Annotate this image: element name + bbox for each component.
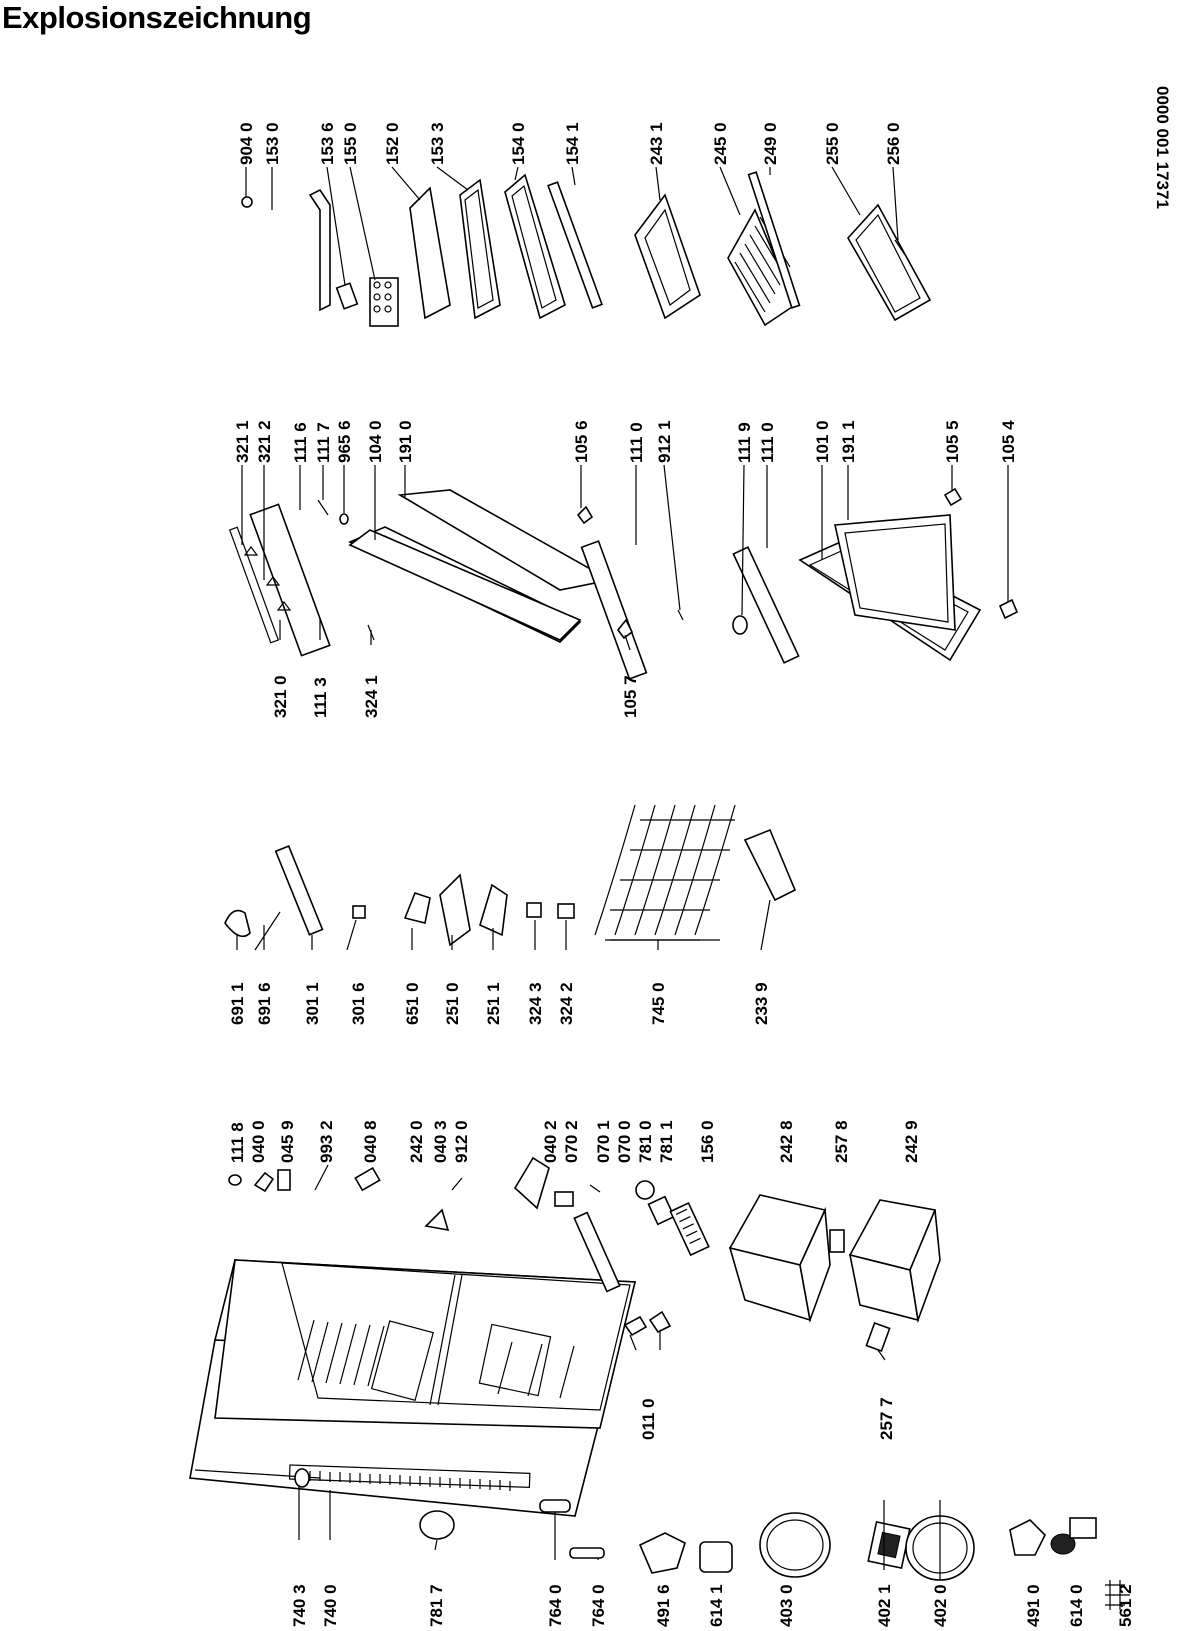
part-label: 242 9 bbox=[902, 1120, 921, 1163]
part-label: 105 5 bbox=[943, 420, 962, 463]
part-label: 242 8 bbox=[777, 1120, 796, 1163]
part-label: 257 7 bbox=[877, 1397, 896, 1440]
part-label: 301 6 bbox=[349, 982, 368, 1025]
part-label: 104 0 bbox=[366, 420, 385, 463]
part-label: 781 7 bbox=[427, 1584, 446, 1627]
part-label: 691 1 bbox=[228, 982, 247, 1025]
part-label: 154 1 bbox=[563, 122, 582, 165]
part-label: 740 3 bbox=[290, 1584, 309, 1627]
part-label: 993 2 bbox=[317, 1120, 336, 1163]
part-label: 070 1 bbox=[594, 1120, 613, 1163]
part-label: 191 0 bbox=[396, 420, 415, 463]
part-label: 321 1 bbox=[233, 420, 252, 463]
part-label: 912 0 bbox=[452, 1120, 471, 1163]
part-label: 156 0 bbox=[698, 1120, 717, 1163]
part-label: 233 9 bbox=[752, 982, 771, 1025]
part-label: 781 0 bbox=[636, 1120, 655, 1163]
cabinet-small-parts bbox=[228, 1156, 710, 1337]
part-label: 764 0 bbox=[589, 1584, 608, 1627]
part-label: 251 1 bbox=[484, 982, 503, 1025]
crisper-drawer-upper bbox=[728, 1194, 831, 1324]
part-label: 255 0 bbox=[823, 122, 842, 165]
part-label: 111 9 bbox=[735, 422, 754, 463]
leader-lines bbox=[236, 166, 1009, 1580]
door-shelves bbox=[241, 173, 603, 327]
part-label: 403 0 bbox=[777, 1584, 796, 1627]
evaporator-parts bbox=[224, 804, 797, 951]
part-label: 101 0 bbox=[813, 420, 832, 463]
part-label: 651 0 bbox=[403, 982, 422, 1025]
part-number-labels: 740 3 740 0 781 7 764 0 764 0 491 6 614 … bbox=[228, 122, 1135, 1627]
part-label: 764 0 bbox=[546, 1584, 565, 1627]
part-label: 111 0 bbox=[627, 422, 646, 463]
part-label: 614 0 bbox=[1067, 1584, 1086, 1627]
part-label: 243 1 bbox=[647, 122, 666, 165]
refrigerator-door bbox=[348, 487, 1019, 680]
part-label: 301 1 bbox=[303, 982, 322, 1025]
part-label: 153 3 bbox=[428, 122, 447, 165]
part-label: 249 0 bbox=[761, 122, 780, 165]
part-label: 561 2 bbox=[1116, 1584, 1135, 1627]
part-label: 781 1 bbox=[657, 1120, 676, 1163]
part-label: 040 2 bbox=[541, 1120, 560, 1163]
part-label: 040 8 bbox=[361, 1120, 380, 1163]
part-label: 111 3 bbox=[311, 677, 330, 718]
part-label: 324 1 bbox=[362, 675, 381, 718]
part-label: 153 6 bbox=[318, 122, 337, 165]
part-label: 105 6 bbox=[572, 420, 591, 463]
part-label: 105 7 bbox=[621, 675, 640, 718]
part-label: 324 3 bbox=[526, 982, 545, 1025]
part-label: 040 3 bbox=[431, 1120, 450, 1163]
part-label: 111 6 bbox=[291, 422, 310, 463]
part-label: 912 1 bbox=[655, 420, 674, 463]
part-label: 402 0 bbox=[931, 1584, 950, 1627]
part-label: 691 6 bbox=[255, 982, 274, 1025]
part-label: 045 9 bbox=[278, 1120, 297, 1163]
part-label: 321 2 bbox=[255, 420, 274, 463]
part-label: 191 1 bbox=[839, 420, 858, 463]
part-label: 745 0 bbox=[649, 982, 668, 1025]
part-label: 153 0 bbox=[263, 122, 282, 165]
part-label: 402 1 bbox=[875, 1584, 894, 1627]
part-label: 154 0 bbox=[509, 122, 528, 165]
part-label: 614 1 bbox=[707, 1584, 726, 1627]
part-label: 070 0 bbox=[615, 1120, 634, 1163]
part-label: 324 2 bbox=[557, 982, 576, 1025]
part-label: 111 0 bbox=[758, 422, 777, 463]
part-label: 011 0 bbox=[639, 1398, 658, 1440]
part-label: 152 0 bbox=[383, 122, 402, 165]
part-label: 105 4 bbox=[999, 420, 1018, 463]
part-label: 965 6 bbox=[335, 420, 354, 463]
part-label: 321 0 bbox=[271, 675, 290, 718]
part-label: 491 0 bbox=[1024, 1584, 1043, 1627]
part-label: 740 0 bbox=[321, 1584, 340, 1627]
part-label: 242 0 bbox=[407, 1120, 426, 1163]
crisper-drawer-lower bbox=[829, 1199, 941, 1353]
part-label: 111 8 bbox=[228, 1122, 247, 1163]
part-label: 256 0 bbox=[884, 122, 903, 165]
part-label: 904 0 bbox=[237, 122, 256, 165]
part-label: 245 0 bbox=[711, 122, 730, 165]
part-label: 251 0 bbox=[443, 982, 462, 1025]
part-label: 491 6 bbox=[654, 1584, 673, 1627]
glass-shelves-and-racks bbox=[634, 171, 932, 327]
part-label: 257 8 bbox=[832, 1120, 851, 1163]
part-label: 040 0 bbox=[249, 1120, 268, 1163]
part-label: 155 0 bbox=[341, 122, 360, 165]
page-title: Explosionszeichnung bbox=[2, 0, 312, 35]
part-label: 111 7 bbox=[314, 422, 333, 463]
part-label: 070 2 bbox=[562, 1120, 581, 1163]
cabinet-body bbox=[189, 1259, 637, 1517]
